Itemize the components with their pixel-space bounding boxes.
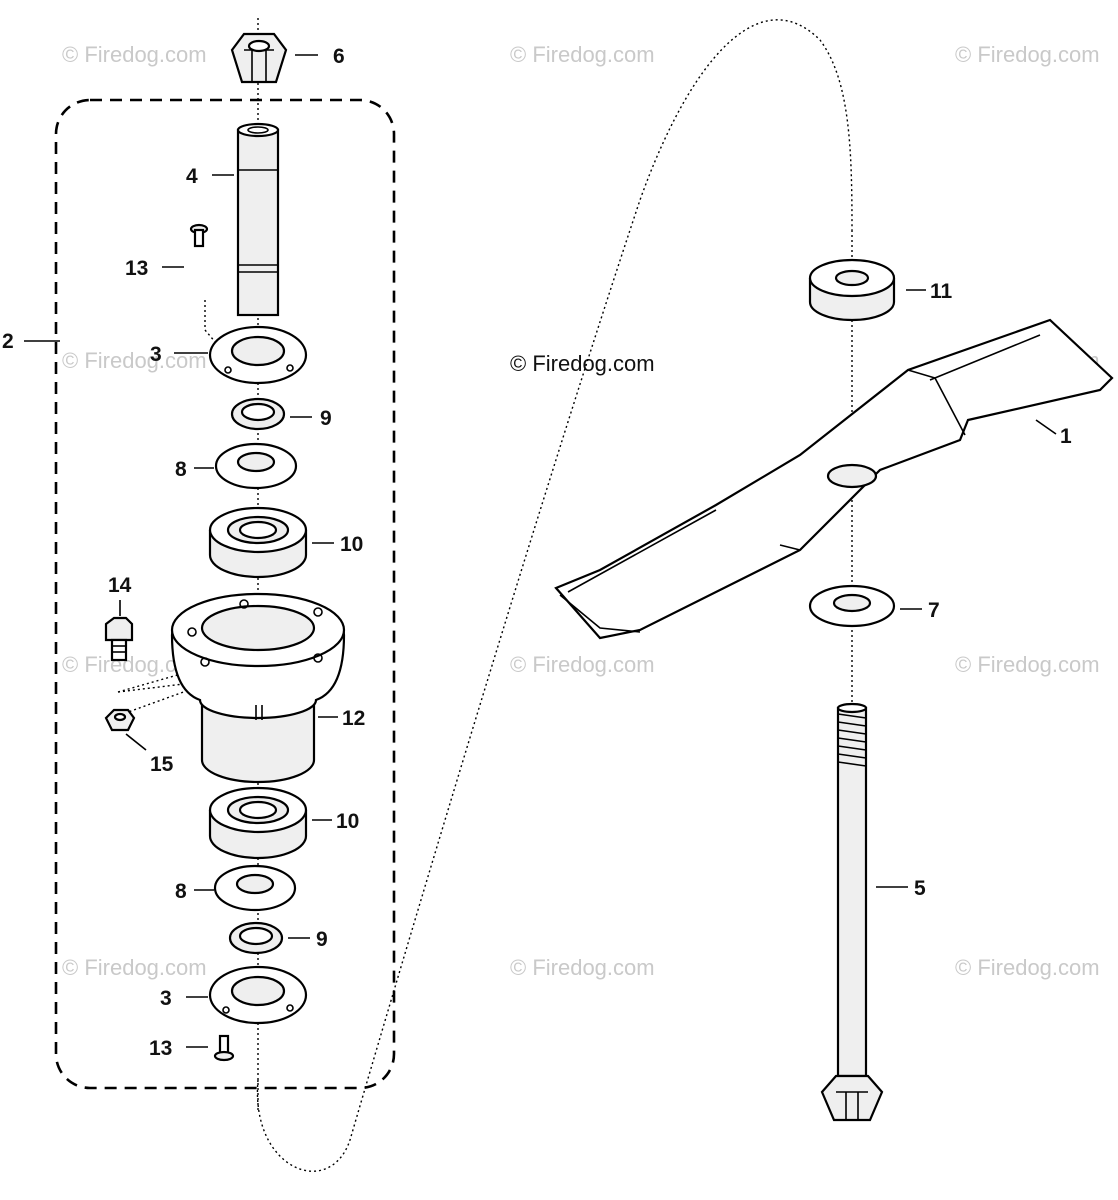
callout-15: 15	[150, 753, 174, 776]
callout-3-bottom: 3	[160, 987, 172, 1010]
callout-14: 14	[108, 574, 132, 597]
watermark: © Firedog.com	[62, 42, 207, 67]
callout-labels: 6 4 13 2 3 9 8 10 14 12 15 10 8 9 3 13 1…	[2, 45, 1072, 1060]
mount-bolt-14	[104, 616, 134, 662]
nut-6	[230, 32, 288, 84]
watermark-center: © Firedog.com	[510, 351, 655, 376]
bolt-5	[820, 702, 884, 1122]
callout-3-top: 3	[150, 343, 162, 366]
watermark: © Firedog.com	[955, 652, 1100, 677]
spacer-8-top	[214, 442, 298, 490]
assembly-path-line	[256, 19, 853, 1172]
callout-4: 4	[186, 165, 198, 188]
retaining-ring-9-bottom	[228, 921, 284, 955]
callout-5: 5	[914, 877, 926, 900]
watermark: © Firedog.com	[510, 955, 655, 980]
callout-9-bottom: 9	[316, 928, 328, 951]
watermark: © Firedog.com	[62, 955, 207, 980]
callout-13-bottom: 13	[149, 1037, 172, 1060]
callout-9-top: 9	[320, 407, 332, 430]
callout-2: 2	[2, 330, 14, 353]
leader-lines	[24, 54, 1057, 1048]
callout-6: 6	[333, 45, 345, 68]
blade-spacer-11	[808, 258, 896, 322]
spacer-8-bottom	[213, 864, 297, 912]
callout-12: 12	[342, 707, 365, 730]
watermark: © Firedog.com	[510, 42, 655, 67]
callout-10-top: 10	[340, 533, 363, 556]
bearing-10-top	[208, 506, 308, 579]
watermark: © Firedog.com	[62, 348, 207, 373]
housing-12	[170, 592, 346, 784]
callout-8-top: 8	[175, 458, 187, 481]
watermark: © Firedog.com	[955, 955, 1100, 980]
bearing-10-bottom	[208, 786, 308, 860]
screw-13-bottom	[213, 1034, 235, 1062]
blade-1	[554, 318, 1114, 640]
spindle-assembly-boundary	[54, 98, 396, 1090]
spindle-shaft-4	[236, 122, 280, 317]
callout-13-top: 13	[125, 257, 148, 280]
mount-nut-15	[104, 708, 136, 732]
callout-8-bottom: 8	[175, 880, 187, 903]
bearing-plate-3-bottom	[208, 965, 308, 1025]
retaining-ring-9-top	[230, 397, 286, 431]
screw-13-top	[189, 223, 209, 248]
bearing-plate-3-top	[208, 325, 308, 385]
callout-10-bottom: 10	[336, 810, 359, 833]
callout-7: 7	[928, 599, 940, 622]
callout-1: 1	[1060, 425, 1072, 448]
watermark: © Firedog.com	[510, 652, 655, 677]
watermark: © Firedog.com	[955, 42, 1100, 67]
washer-7	[808, 584, 896, 628]
callout-11: 11	[930, 280, 953, 303]
